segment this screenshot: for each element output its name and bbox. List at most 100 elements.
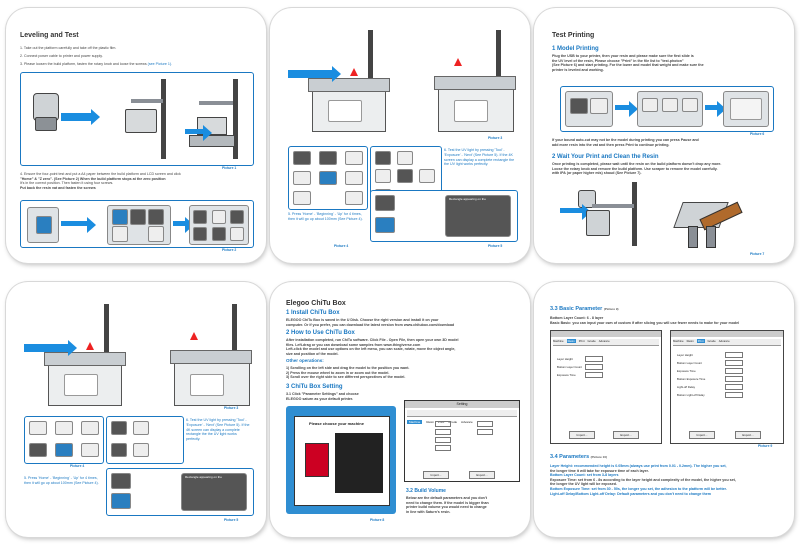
manual-page-3: Test Printing 1 Model Printing Plug the … — [534, 8, 794, 263]
param-input[interactable] — [725, 352, 743, 358]
exposure-icon — [111, 443, 127, 457]
uv-display — [445, 195, 511, 237]
param-input[interactable] — [435, 445, 451, 451]
knob-icon — [33, 93, 59, 121]
model-icon — [688, 226, 698, 248]
dialog-titlebar — [551, 331, 661, 337]
section-heading: 1 Model Printing — [552, 46, 599, 52]
tool-icon — [133, 421, 149, 435]
z-down-icon — [130, 209, 146, 225]
step-4: 4. Ensure the four-point test and put a … — [20, 172, 181, 190]
picture-5-caption: Picture 5 — [488, 244, 503, 248]
arrow-icon — [61, 109, 100, 125]
arm — [592, 204, 634, 208]
section-heading: 3.3 Basic Parameter (Picture 9) — [550, 306, 619, 312]
tab-advance[interactable]: Advance — [461, 420, 473, 424]
tab-machine[interactable]: Machine — [553, 339, 564, 343]
rectangle-note: Rectangle appearing on the — [185, 475, 222, 479]
tab-advance[interactable]: Advance — [718, 339, 730, 343]
picture-3-frame — [24, 304, 252, 408]
tab-machine[interactable]: Machine — [673, 339, 684, 343]
param-input[interactable] — [725, 368, 743, 374]
param-rows — [413, 421, 513, 467]
param-input[interactable] — [435, 421, 451, 427]
picture-4-caption: Picture 4 — [70, 464, 85, 468]
import-button[interactable]: Import... — [423, 471, 449, 479]
tool-icon — [397, 151, 413, 165]
import-button[interactable]: Import... — [569, 431, 595, 439]
arrow-icon — [173, 217, 194, 233]
param-input[interactable] — [477, 421, 493, 427]
export-button[interactable]: Export... — [613, 431, 639, 439]
param-label: Bottom Exposure Time — [677, 377, 706, 381]
setting-icon — [345, 151, 363, 165]
manual-page-2: Picture 3 6. Test the UV light by pressi… — [270, 8, 530, 263]
step-1: 1. Take out the platform carefully and t… — [20, 46, 117, 50]
resin-vat-2 — [434, 76, 516, 90]
resin-vat-2 — [170, 350, 252, 364]
param-input[interactable] — [477, 429, 493, 435]
touchscreen-menu — [189, 205, 249, 245]
param-input[interactable] — [725, 376, 743, 382]
arm-2 — [199, 101, 233, 105]
tab-gcode[interactable]: Gcode — [587, 339, 596, 343]
tab-advance[interactable]: Advance — [598, 339, 610, 343]
param-input[interactable] — [585, 372, 603, 378]
manual-page-5: Elegoo ChiTu Box 1 Install ChiTu Box ELE… — [270, 282, 530, 537]
resin-vat — [308, 78, 390, 92]
vat-base — [189, 135, 235, 147]
tab-resin[interactable]: Resin — [426, 420, 435, 424]
param-input[interactable] — [585, 356, 603, 362]
touchscreen-main — [565, 91, 613, 127]
touchscreen-confirm — [723, 91, 769, 127]
touchscreen-zaxis — [107, 205, 171, 245]
export-button[interactable]: Export... — [735, 431, 761, 439]
tab-gcode[interactable]: Gcode — [707, 339, 716, 343]
picture-9-caption: Picture 9 — [758, 444, 773, 448]
tab-resin[interactable]: Resin — [566, 339, 576, 343]
rectangle-note: Rectangle appearing on the — [449, 197, 486, 201]
stop-icon — [148, 209, 164, 225]
setting-icon — [419, 169, 435, 183]
manual-page-4: Picture 3 6. Test the UV light by pressi… — [6, 282, 266, 537]
manual-page-1: Leveling and Test 1. Take out the platfo… — [6, 8, 266, 263]
home-icon — [55, 421, 73, 435]
tab-print[interactable]: Print — [438, 420, 445, 424]
tab-print[interactable]: Print — [696, 339, 705, 343]
section-text: Bottom Layer Count: 6 - 8 layer Basic Ba… — [550, 316, 740, 325]
language-icon — [375, 169, 391, 183]
machine-dialog: Please choose your machine — [294, 416, 390, 506]
param-input[interactable] — [585, 364, 603, 370]
tab-gcode[interactable]: Gcode — [448, 420, 458, 424]
tab-print[interactable]: Print — [578, 339, 585, 343]
param-input[interactable] — [725, 392, 743, 398]
tab-machine[interactable]: Machine — [407, 420, 423, 424]
picture-4-frame — [288, 146, 368, 210]
file-icon — [682, 98, 698, 112]
menu-icon — [230, 210, 244, 224]
arrow-icon — [24, 340, 77, 356]
model-icon — [706, 226, 716, 248]
param-input[interactable] — [435, 437, 451, 443]
param-input[interactable] — [725, 360, 743, 366]
tab-resin[interactable]: Resin — [686, 339, 694, 343]
printer-pole — [632, 182, 637, 246]
print-icon — [111, 421, 127, 435]
touchscreen-files — [637, 91, 703, 127]
exposure-icon — [397, 169, 413, 183]
home-icon — [319, 171, 337, 185]
picture-6-frame — [560, 86, 774, 132]
machine-list — [335, 433, 383, 493]
param-input[interactable] — [435, 429, 451, 435]
export-button[interactable]: Export... — [469, 471, 495, 479]
next-icon — [111, 493, 131, 509]
folder-icon — [642, 98, 658, 112]
printer-pole-2 — [496, 30, 501, 100]
picture-3-caption: Picture 3 — [224, 406, 239, 410]
down-icon — [81, 421, 99, 435]
step-3: 3. Please loosen the build platform, fas… — [20, 62, 173, 66]
param-label: Bottom Layer Count — [557, 365, 582, 369]
import-button[interactable]: Import... — [689, 431, 715, 439]
param-input[interactable] — [725, 384, 743, 390]
